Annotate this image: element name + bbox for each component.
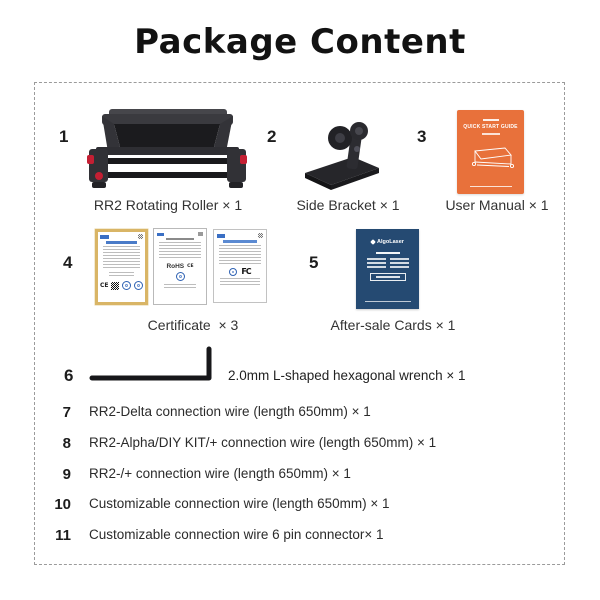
list-item: 10 Customizable connection wire (length …: [35, 496, 564, 514]
manual-title: QUICK START GUIDE: [463, 124, 518, 130]
list-item: 9 RR2-/+ connection wire (length 650mm) …: [35, 466, 564, 484]
item-11-number: 11: [55, 527, 71, 544]
item-5-label: After-sale Cards × 1: [330, 317, 456, 333]
cert-title-bar: [106, 241, 137, 244]
cert-logo-chip: [100, 234, 109, 239]
qr-code-icon: [111, 281, 120, 290]
manual-line-art: [471, 147, 514, 168]
item-2-number: 2: [267, 127, 277, 146]
user-manual-image: QUICK START GUIDE: [457, 110, 524, 194]
item-7-label: RR2-Delta connection wire (length 650mm)…: [89, 404, 371, 419]
manual-subtitle-line: [481, 133, 500, 135]
item-6-label: 2.0mm L-shaped hexagonal wrench × 1: [228, 368, 466, 383]
fcc-mark: FC: [241, 267, 251, 276]
seal-icon: [122, 281, 132, 290]
item-9-label: RR2-/+ connection wire (length 650mm) × …: [89, 466, 351, 481]
item-1-number: 1: [59, 127, 69, 146]
card-checklist: [366, 258, 409, 268]
item-10-label: Customizable connection wire (length 650…: [89, 496, 390, 511]
package-content-box: 1 RR2 Rotating Roller × 1 2 Side Bracket…: [34, 82, 565, 565]
after-sale-card-image: AlgoLaser: [356, 229, 419, 309]
ce-mark: CE: [100, 282, 109, 289]
certificate-1-image: CE: [95, 229, 148, 305]
item-10-number: 10: [54, 496, 71, 513]
item-9-number: 9: [62, 466, 71, 483]
seal-icon: [134, 281, 143, 290]
ce-mark: CE: [187, 264, 194, 269]
item-11-label: Customizable connection wire 6 pin conne…: [89, 527, 384, 542]
item-3-label: User Manual × 1: [445, 197, 549, 213]
card-code-box: [369, 273, 406, 281]
list-item: 11 Customizable connection wire 6 pin co…: [35, 527, 564, 545]
item-6-number: 6: [64, 366, 74, 385]
item-1-label: RR2 Rotating Roller × 1: [93, 197, 243, 213]
algolaser-logo-icon: [370, 238, 376, 245]
rotating-roller-image: [87, 109, 247, 188]
seal-icon: [175, 272, 185, 281]
item-8-number: 8: [62, 435, 71, 452]
item-8-label: RR2-Alpha/DIY KIT/+ connection wire (len…: [89, 435, 437, 450]
item-4-number: 4: [63, 253, 73, 272]
item-2-label: Side Bracket × 1: [296, 197, 400, 213]
manual-brand-mark: [482, 119, 499, 121]
qr-code-icon: [138, 234, 143, 239]
card-heading-line: [375, 252, 400, 254]
card-footer-line: [364, 300, 411, 302]
side-bracket-image: [305, 122, 379, 190]
list-item: 7 RR2-Delta connection wire (length 650m…: [35, 404, 564, 422]
item-3-number: 3: [417, 127, 427, 146]
algolaser-logo: AlgoLaser: [356, 238, 419, 245]
certificate-3-image: FC: [213, 229, 267, 303]
list-item: 8 RR2-Alpha/DIY KIT/+ connection wire (l…: [35, 435, 564, 453]
certificate-2-image: RoHS CE: [153, 228, 207, 305]
item-7-number: 7: [62, 404, 71, 421]
manual-footer-line: [469, 186, 512, 187]
item-5-number: 5: [309, 253, 319, 272]
item-4-label: Certificate × 3: [147, 317, 239, 333]
rohs-mark: RoHS: [166, 263, 185, 270]
hex-wrench-image: [89, 346, 212, 381]
qr-code-icon: [258, 233, 263, 238]
seal-icon: [229, 267, 238, 276]
page-title: Package Content: [134, 22, 466, 62]
